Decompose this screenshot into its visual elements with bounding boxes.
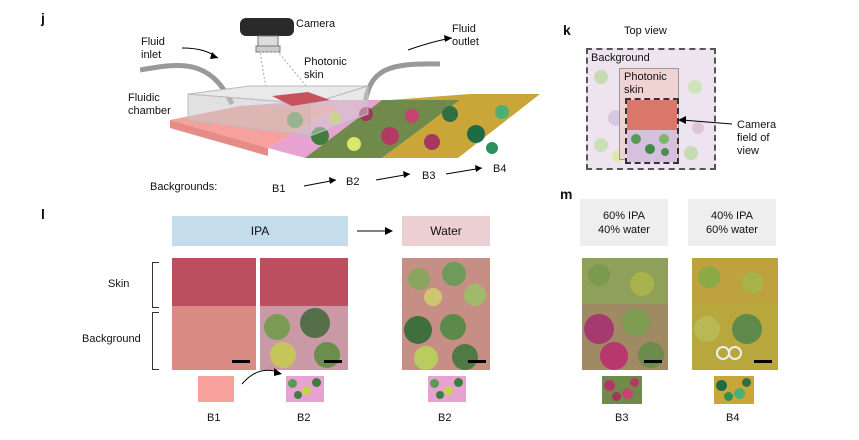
panel-label-l: l [41, 206, 45, 222]
water-condition-box: Water [402, 216, 490, 246]
fluid-inlet-label: Fluid inlet [141, 36, 165, 61]
l-b1-label: B1 [207, 412, 221, 424]
skin-row-label: Skin [108, 278, 130, 290]
m-b4-label: B4 [726, 412, 740, 424]
ipa-condition-box: IPA [172, 216, 348, 246]
camera-icon [240, 18, 294, 36]
ipa-to-water-arrow [357, 227, 393, 235]
backgrounds-label: Backgrounds: [150, 181, 218, 193]
m-b3-label: B3 [615, 412, 629, 424]
fov-arrow [678, 116, 733, 125]
photonic-skin-label: Photonic skin [304, 56, 347, 81]
background-bracket [152, 312, 159, 370]
panel-label-k: k [563, 22, 571, 38]
b3-label: B3 [422, 170, 436, 182]
photonic-skin-k-label: Photonic skin [624, 71, 667, 96]
photo-ipa-b2 [260, 258, 348, 370]
panel-label-m: m [560, 186, 573, 202]
fluid-outlet-label: Fluid outlet [452, 23, 479, 48]
top-view-label: Top view [624, 25, 667, 37]
b1-to-b2-arrow [241, 368, 282, 385]
fluidic-chamber-label: Fluidic chamber [128, 92, 171, 117]
photo-m-b3 [582, 258, 668, 370]
background-label: Background [591, 52, 650, 64]
camera-fov-box [625, 98, 679, 164]
condition-40-ipa: 40% IPA 60% water [688, 199, 776, 246]
swatch-b2-b [428, 376, 466, 402]
l-b2b-label: B2 [438, 412, 452, 424]
camera-fov-label: Camera field of view [737, 119, 777, 157]
skin-bracket [152, 262, 159, 308]
photo-m-b4 [692, 258, 778, 370]
photo-water-b2 [402, 258, 490, 370]
swatch-b3 [602, 376, 642, 404]
condition-60-ipa: 60% IPA 40% water [580, 199, 668, 246]
photo-ipa-b1 [172, 258, 256, 370]
swatch-b1 [198, 376, 234, 402]
panel-label-j: j [41, 10, 45, 26]
b1-label: B1 [272, 183, 286, 195]
swatch-b2-a [286, 376, 324, 402]
b2-label: B2 [346, 176, 360, 188]
l-b2a-label: B2 [297, 412, 311, 424]
camera-label: Camera [296, 18, 336, 30]
background-row-label: Background [82, 333, 141, 345]
b4-label: B4 [493, 163, 507, 175]
swatch-b4 [714, 376, 754, 404]
fluidic-chamber-schematic [140, 18, 540, 187]
